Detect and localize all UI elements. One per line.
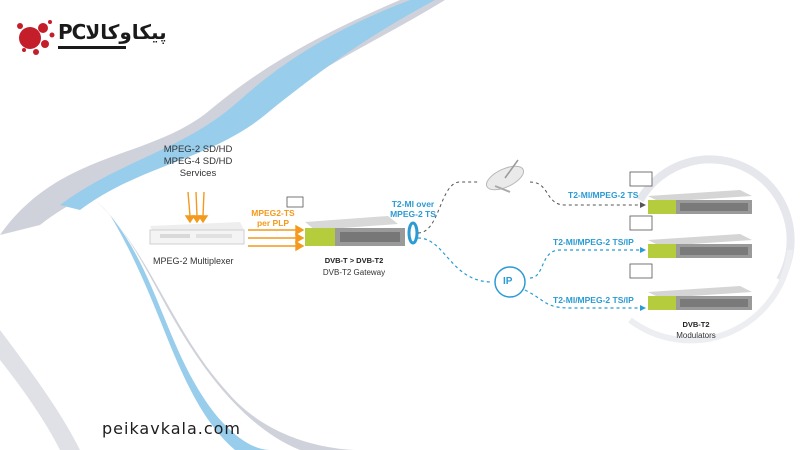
ts-per-plp-line-2: per PLP xyxy=(256,218,290,228)
dashed-links xyxy=(417,181,640,309)
satellite-dish-icon xyxy=(485,159,525,193)
blue-swoosh-bottom xyxy=(110,215,270,450)
gateway-title: DVB-T > DVB-T2 xyxy=(324,256,384,265)
gray-swoosh-left xyxy=(0,330,80,450)
rings-right xyxy=(636,155,795,282)
t2mi-over-line-2: MPEG-2 TS xyxy=(390,209,436,219)
link-arrowheads xyxy=(640,202,646,311)
logo-underline xyxy=(58,46,126,49)
ts-per-plp-line-1: MPEG2-TS xyxy=(251,208,295,218)
website-url: peikavkala.com xyxy=(102,419,241,438)
services-line-2: MPEG-4 SD/HD xyxy=(163,156,233,167)
modulator-3 xyxy=(629,263,752,310)
cable-ring xyxy=(407,221,419,245)
ip-cloud-icon xyxy=(494,266,526,298)
mpeg2-multiplexer-device xyxy=(149,222,245,245)
ip-label: IP xyxy=(503,276,513,287)
multiplexer-label: MPEG-2 Multiplexer xyxy=(153,256,234,266)
modulator-1 xyxy=(629,171,752,214)
services-line-1: MPEG-2 SD/HD xyxy=(163,144,233,155)
t2mi-over-label: T2-MI over MPEG-2 TS xyxy=(388,199,438,219)
blue-swoosh-top xyxy=(60,0,435,210)
services-label: MPEG-2 SD/HD MPEG-4 SD/HD Services xyxy=(158,144,238,180)
service-arrows xyxy=(184,191,209,224)
link-label-2: T2-MI/MPEG-2 TS/IP xyxy=(553,237,634,247)
t2mi-over-line-1: T2-MI over xyxy=(391,199,435,209)
ts-per-plp-label: MPEG2-TS per PLP xyxy=(250,208,296,228)
modulators-title: DVB-T2 xyxy=(682,320,710,329)
logo-wordmark: PCپیکاوکالا xyxy=(58,20,168,44)
logo-dots xyxy=(17,20,55,55)
modulators-subtitle: Modulators xyxy=(676,331,716,340)
services-line-3: Services xyxy=(179,168,217,179)
link-label-1: T2-MI/MPEG-2 TS xyxy=(568,190,639,200)
dvb-t2-gateway-device xyxy=(286,196,405,246)
gateway-subtitle: DVB-T2 Gateway xyxy=(322,268,386,277)
ts-per-plp-arrows xyxy=(248,224,305,252)
rings-right-2 xyxy=(628,249,793,344)
link-label-3: T2-MI/MPEG-2 TS/IP xyxy=(553,295,634,305)
modulator-2 xyxy=(629,215,752,258)
